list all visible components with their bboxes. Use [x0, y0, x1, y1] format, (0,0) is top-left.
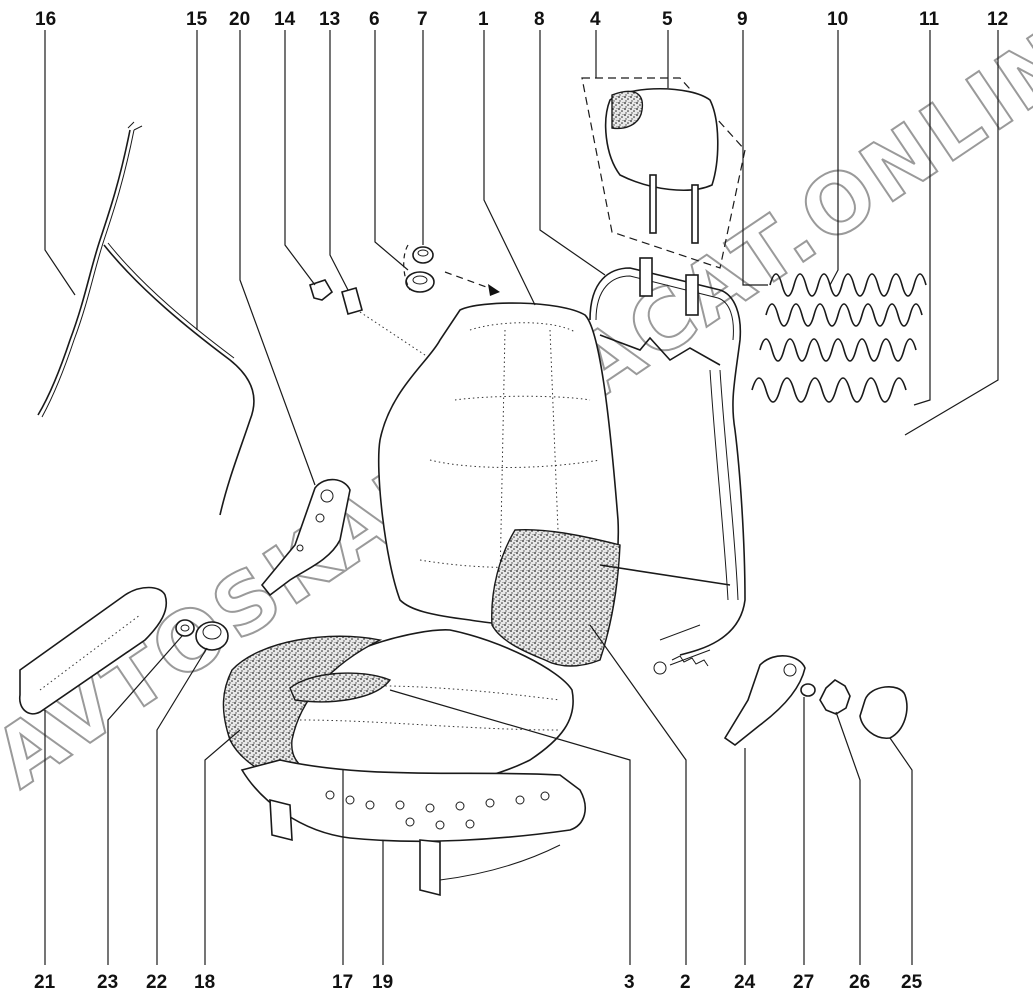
- leader-lines: [44, 30, 999, 965]
- part-10-spring: [765, 303, 923, 327]
- callout-27: 27: [793, 972, 814, 993]
- part-12-spring: [751, 377, 907, 403]
- top-callouts: 16 15 20 14 13 6 7 1 8 4 5 9 10 11 12: [35, 9, 1008, 30]
- part-26-star-knob: [819, 679, 851, 715]
- callout-19: 19: [372, 972, 393, 993]
- part-24-recliner-lever: [723, 655, 806, 746]
- callout-4: 4: [590, 9, 601, 30]
- part-15-cable: [103, 242, 255, 516]
- part-13-guide: [341, 287, 441, 366]
- part-9-spring: [769, 273, 927, 297]
- callout-21: 21: [34, 972, 56, 993]
- callout-7: 7: [417, 9, 428, 30]
- part-14-clip: [309, 279, 334, 301]
- part-4-headrest-assembly: [581, 77, 746, 269]
- part-5-headrest: [604, 88, 719, 244]
- callout-23: 23: [97, 972, 118, 993]
- part-19-seat-frame: [240, 759, 586, 897]
- callout-3: 3: [624, 972, 635, 993]
- callout-25: 25: [901, 972, 923, 993]
- bottom-callouts: 21 23 22 18 17 19 3 2 24 27 26 25: [34, 972, 923, 993]
- callout-12: 12: [987, 9, 1008, 30]
- part-25-cap: [859, 686, 908, 739]
- callout-20: 20: [229, 9, 250, 30]
- callout-14: 14: [274, 9, 296, 30]
- callout-17: 17: [332, 972, 353, 993]
- part-22-knob: [195, 621, 229, 651]
- part-21-side-cover: [18, 586, 167, 715]
- part-11-spring: [759, 338, 917, 362]
- callout-2: 2: [680, 972, 691, 993]
- part-27-washer: [800, 683, 816, 697]
- callout-24: 24: [734, 972, 756, 993]
- callout-16: 16: [35, 9, 56, 30]
- callout-18: 18: [194, 972, 215, 993]
- callout-26: 26: [849, 972, 870, 993]
- callout-15: 15: [186, 9, 208, 30]
- callout-1: 1: [478, 9, 489, 30]
- part-18-cushion-foam: [222, 635, 392, 787]
- part-16-cable: [37, 121, 143, 418]
- part-2-backrest-foam: [491, 528, 621, 667]
- part-6-bushing: [405, 271, 435, 293]
- callout-8: 8: [534, 9, 545, 30]
- callout-10: 10: [827, 9, 848, 30]
- callout-13: 13: [319, 9, 340, 30]
- part-20-hinge-cover: [260, 478, 351, 597]
- callout-5: 5: [662, 9, 673, 30]
- callout-9: 9: [737, 9, 748, 30]
- part-23-washer: [175, 619, 195, 637]
- callout-11: 11: [919, 9, 940, 30]
- callout-6: 6: [369, 9, 380, 30]
- callout-22: 22: [146, 972, 167, 993]
- part-8-backrest-frame: [589, 257, 746, 675]
